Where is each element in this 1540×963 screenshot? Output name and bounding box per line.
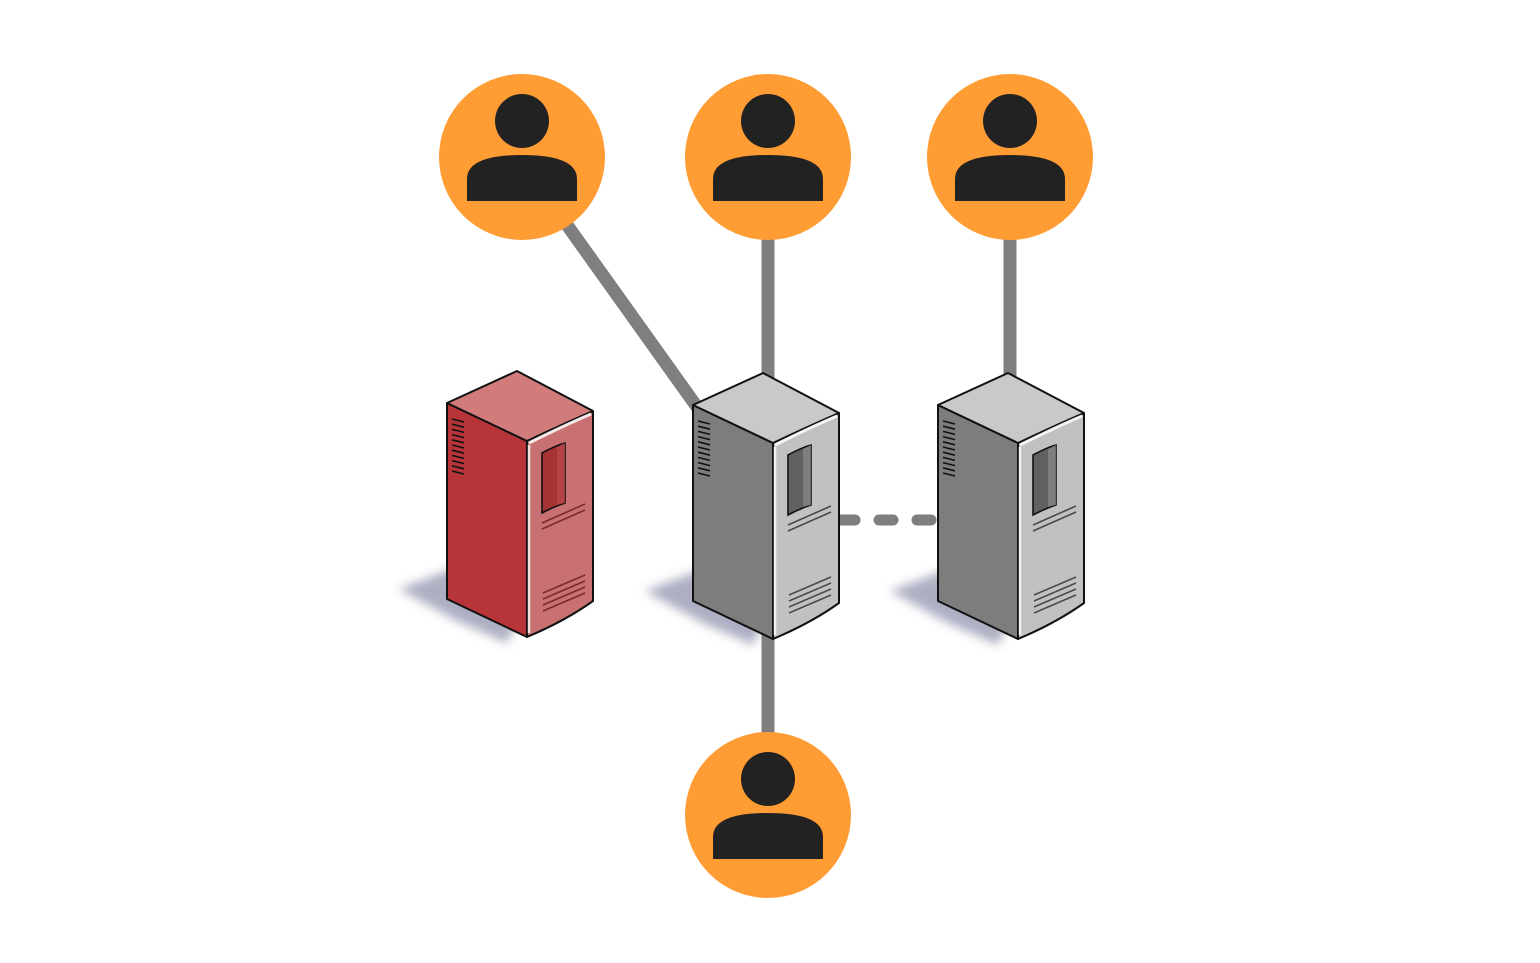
server-secondary-drive-bay-shade (1048, 445, 1056, 507)
server-secondary-groove (1032, 511, 1077, 532)
user-2-head (741, 94, 795, 148)
server-secondary-vent-slot (942, 472, 956, 477)
server-primary-vent-slot (697, 420, 711, 425)
server-failed-groove (542, 586, 586, 606)
users (439, 74, 1093, 898)
server-primary-groove (788, 582, 832, 602)
server-failed-vent-slot (451, 423, 465, 428)
connection-lines (560, 218, 1017, 745)
server-failed-edge-highlight (528, 412, 592, 445)
server-failed-groove (541, 503, 586, 524)
server-primary-edge-highlight (774, 414, 838, 447)
server-primary-vent-slot (697, 467, 711, 472)
server-secondary-vents (942, 420, 956, 477)
server-secondary-vent-slot (942, 456, 956, 462)
server-failed (446, 370, 594, 638)
server-primary-side-face (692, 404, 774, 640)
user-4-head (741, 752, 795, 806)
server-secondary-edge-highlight (1019, 414, 1083, 447)
server-primary-vent-slot (697, 456, 711, 462)
server-failed-vent-slot (451, 439, 465, 444)
server-primary-groove (787, 505, 832, 526)
server-primary-vent-slot (697, 435, 711, 441)
server-secondary-vent-slot (942, 441, 956, 446)
server-secondary-groove (1033, 576, 1077, 596)
server-secondary-vent-slot (942, 430, 956, 436)
server-secondary-front-grooves (1032, 505, 1077, 614)
server-primary-vent-slot (697, 472, 711, 477)
server-primary-vent-slot (697, 441, 711, 446)
server-failed-vent-slot (451, 470, 465, 475)
server-primary-front-grooves (787, 505, 832, 614)
server-secondary-groove (1033, 594, 1077, 614)
server-primary (692, 372, 840, 640)
server-primary-vent-slot (697, 446, 711, 451)
server-failed-vent-slot (451, 428, 465, 434)
server-failed-side-face (446, 402, 528, 638)
server-primary-drive-bay-shade (803, 445, 811, 507)
user-2-body (713, 155, 823, 201)
server-failed-groove (542, 580, 586, 600)
server-secondary-side-face (937, 404, 1019, 640)
server-secondary-vent-slot (942, 420, 956, 425)
server-failed-vent-slot (451, 449, 465, 454)
user-3-body (955, 155, 1065, 201)
server-secondary-vent-slot (942, 446, 956, 451)
server-primary-vent-slot (697, 461, 711, 467)
server-secondary-vent-slot (942, 425, 956, 430)
server-failed-vents (451, 418, 465, 475)
user-3-head (983, 94, 1037, 148)
server-failed-top-face (446, 370, 594, 442)
server-failed-vent-slot (451, 418, 465, 423)
server-secondary-vent-slot (942, 435, 956, 441)
server-primary-vent-slot (697, 425, 711, 430)
server-secondary-vent-slot (942, 467, 956, 472)
server-primary-groove (788, 588, 832, 608)
server-failed-vent-slot (451, 459, 465, 465)
server-primary-vent-slot (697, 430, 711, 436)
server-failed-vent-slot (451, 444, 465, 449)
server-failed-vent-slot (451, 433, 465, 439)
user-4-body (713, 813, 823, 859)
server-secondary-vent-slot (942, 451, 956, 456)
server-failed-front-grooves (541, 503, 586, 612)
server-primary-groove (788, 594, 832, 614)
server-primary-top-face (692, 372, 840, 444)
user-4 (685, 732, 851, 898)
server-secondary (937, 372, 1085, 640)
server-failed-groove (541, 509, 586, 530)
server-primary-vent-slot (697, 451, 711, 456)
user-1-head (495, 94, 549, 148)
user-1-body (467, 155, 577, 201)
server-secondary-groove (1033, 582, 1077, 602)
servers (446, 370, 1085, 640)
user-1 (439, 74, 605, 240)
server-failed-drive-bay-shade (557, 443, 565, 505)
server-failed-groove (542, 592, 586, 612)
connection-user-1-to-server-primary (560, 218, 704, 414)
user-3 (927, 74, 1093, 240)
server-secondary-top-face (937, 372, 1085, 444)
server-failed-vent-slot (451, 454, 465, 460)
server-primary-groove (787, 511, 832, 532)
user-2 (685, 74, 851, 240)
server-primary-groove (788, 576, 832, 596)
server-failed-vent-slot (451, 465, 465, 470)
server-secondary-groove (1032, 505, 1077, 526)
server-secondary-groove (1033, 588, 1077, 608)
server-secondary-vent-slot (942, 461, 956, 467)
server-primary-vents (697, 420, 711, 477)
server-failed-groove (542, 574, 586, 594)
